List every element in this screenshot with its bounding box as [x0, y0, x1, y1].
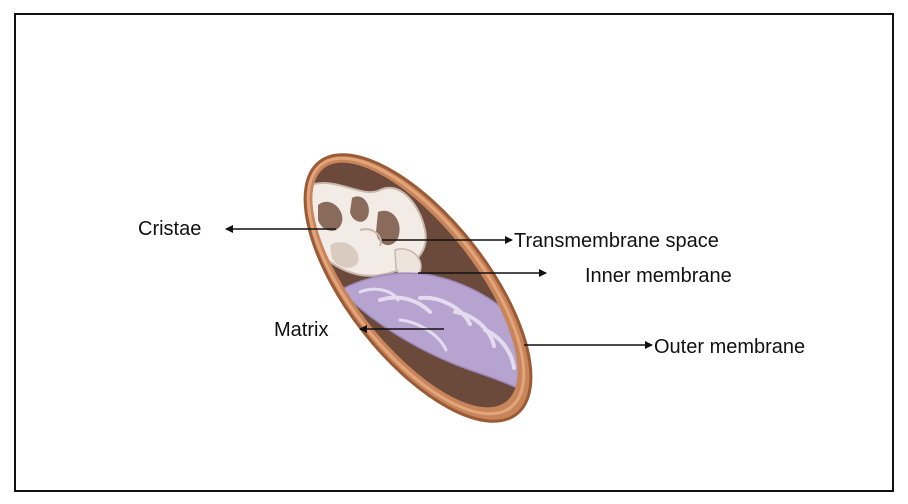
inner-membrane-label: Inner membrane [585, 266, 732, 286]
transmembrane-space-label: Transmembrane space [514, 231, 719, 251]
matrix-label: Matrix [274, 320, 328, 340]
mitochondrion [264, 119, 571, 457]
cristae-label: Cristae [138, 219, 201, 239]
cristae-shape [300, 183, 426, 279]
outer-membrane-label: Outer membrane [654, 337, 805, 357]
